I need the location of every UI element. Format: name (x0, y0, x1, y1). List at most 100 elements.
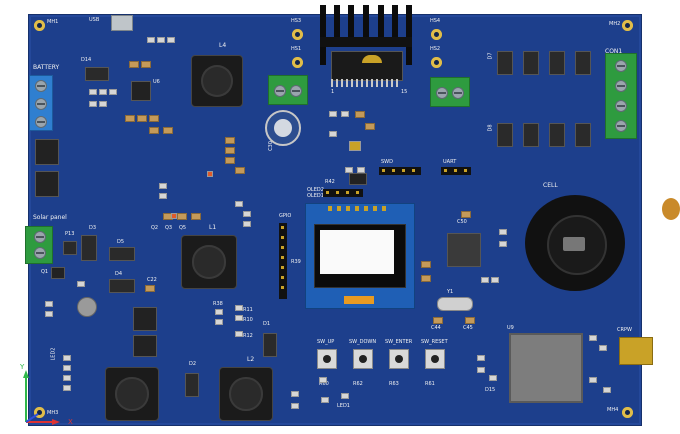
ic-u8 (349, 173, 367, 185)
label-y1: Y1 (447, 289, 454, 295)
capacitor (125, 115, 135, 122)
motor-driver-ic (331, 51, 403, 81)
ic-pins (331, 79, 401, 87)
orange-marker (662, 198, 680, 220)
hole-hs4 (431, 29, 442, 40)
label-pin1: 1 (331, 89, 335, 95)
label-d1: D1 (263, 321, 271, 327)
battery-connector (29, 75, 53, 131)
label-l4: L4 (219, 42, 227, 49)
capacitor (149, 115, 159, 122)
capacitor (421, 261, 431, 268)
microcontroller (447, 233, 481, 267)
capacitor (355, 111, 365, 118)
diode-d4 (109, 279, 135, 293)
label-d5: D5 (117, 239, 125, 245)
resistor (215, 319, 223, 325)
label-con1: CON1 (605, 48, 623, 55)
label-crpw: CRPW (617, 327, 632, 333)
label-uart: UART (443, 159, 457, 165)
resistor-r12 (235, 331, 243, 337)
terminal-block-con1 (605, 53, 637, 139)
label-u9: U9 (507, 325, 514, 331)
label-r60: R60 (319, 381, 329, 387)
button-sw-down[interactable] (353, 349, 373, 369)
header-gpio[interactable] (279, 223, 287, 299)
resistor (291, 403, 299, 409)
resistor-r10 (235, 315, 243, 321)
label-battery: BATTERY (33, 64, 60, 71)
ic-u3 (133, 307, 157, 331)
resistor (167, 37, 175, 43)
label-r11: R11 (243, 307, 253, 313)
label-mh3: MH3 (47, 410, 59, 416)
resistor (45, 311, 53, 317)
button-sw-up[interactable] (317, 349, 337, 369)
capacitor (235, 167, 245, 174)
inductor-l1 (181, 235, 237, 289)
hole-hs3 (292, 29, 303, 40)
label-l2: L2 (247, 356, 255, 363)
regulator (349, 141, 361, 151)
label-pin15: 15 (401, 89, 408, 95)
capacitor (129, 61, 139, 68)
terminal-block-motor-a (268, 75, 308, 105)
label-d7: D7 (487, 52, 494, 60)
resistor (489, 375, 497, 381)
label-mh2: MH2 (609, 21, 621, 27)
diode-d11 (575, 51, 591, 75)
header-oled[interactable] (323, 189, 363, 197)
label-sw-reset: SW_RESET (421, 339, 448, 345)
resistor (215, 309, 223, 315)
diode-d12 (523, 123, 539, 147)
diode-d1 (263, 333, 277, 357)
ic-q6 (35, 171, 59, 197)
resistor (89, 101, 97, 107)
label-d14: D14 (81, 57, 92, 63)
solar-panel-connector (25, 226, 53, 264)
x-axis-label: X (68, 418, 73, 426)
label-usb: USB (89, 17, 100, 23)
capacitor-c45 (465, 317, 475, 324)
label-hs4: HS4 (430, 18, 441, 24)
header-swd[interactable] (379, 167, 421, 175)
resistor (89, 89, 97, 95)
label-q5: Q5 (179, 225, 187, 231)
label-r39: R39 (291, 259, 301, 265)
capacitor-c50 (461, 211, 471, 218)
label-c22: C22 (147, 277, 157, 283)
sma-antenna-connector[interactable] (619, 337, 653, 365)
resistor (589, 335, 597, 341)
label-hs3: HS3 (291, 18, 302, 24)
button-sw-enter[interactable] (389, 349, 409, 369)
capacitor-c22 (145, 285, 155, 292)
capacitor (225, 137, 235, 144)
coin-cell-holder (525, 195, 625, 291)
label-hs1: HS1 (291, 46, 302, 52)
ic-u2 (133, 335, 157, 357)
label-swd: SWD (381, 159, 393, 165)
label-q2: Q2 (151, 225, 159, 231)
axis-gizmo-svg (23, 370, 60, 425)
ic-u6 (131, 81, 151, 101)
label-u6: U6 (153, 79, 160, 85)
label-sw-up: SW_UP (317, 339, 335, 345)
label-sw-down: SW_DOWN (349, 339, 377, 345)
resistor (99, 101, 107, 107)
z-axis-line (25, 413, 39, 423)
diode-d3 (81, 235, 97, 261)
transistor-q1 (51, 267, 65, 279)
capacitor (365, 123, 375, 130)
button-sw-reset[interactable] (425, 349, 445, 369)
capacitor (225, 147, 235, 154)
label-q3: Q3 (165, 225, 173, 231)
mounting-hole-mh3 (34, 407, 45, 418)
resistor (329, 111, 337, 117)
pcb-board: MH1 MH2 MH3 MH4 HS3 HS1 HS4 HS2 USB 1 15 (25, 5, 653, 426)
label-gpio: GPIO (279, 213, 292, 219)
label-cell: CELL (543, 182, 558, 189)
label-r63: R63 (389, 381, 399, 387)
diode-d8 (497, 123, 513, 147)
resistor (235, 201, 243, 207)
header-uart[interactable] (441, 167, 471, 175)
